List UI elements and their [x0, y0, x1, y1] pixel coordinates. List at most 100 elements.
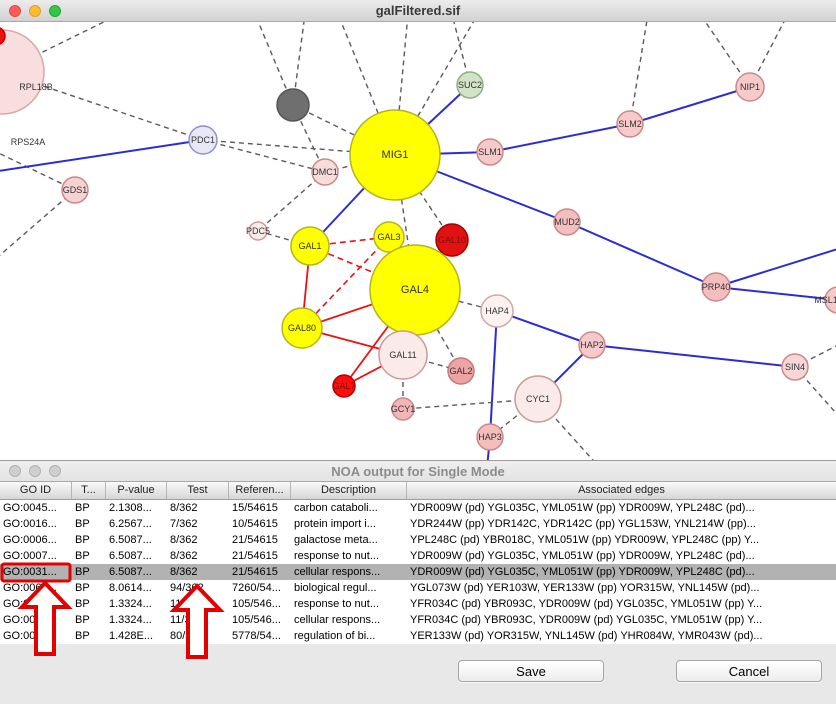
- network-node-label: GAL4: [401, 284, 429, 296]
- network-node-hap2[interactable]: HAP2: [578, 331, 606, 359]
- network-node-gal2[interactable]: GAL2: [447, 357, 475, 385]
- network-node-label: HAP4: [485, 306, 509, 316]
- network-node-hap3[interactable]: HAP3: [476, 423, 504, 451]
- minimize-button[interactable]: [29, 465, 41, 477]
- table-cell: 7/362: [170, 518, 198, 530]
- table-cell: YGL073W (pd) YER103W, YER133W (pp) YOR31…: [410, 582, 760, 594]
- network-node-gcy1[interactable]: GCY1: [391, 397, 416, 421]
- noa-window-titlebar[interactable]: NOA output for Single Mode: [0, 460, 836, 482]
- network-node-slm2[interactable]: SLM2: [616, 110, 644, 138]
- network-edge-pd[interactable]: [489, 123, 631, 153]
- network-node-label: PRP40: [702, 282, 731, 292]
- network-node-slm1[interactable]: SLM1: [476, 138, 504, 166]
- table-cell: GO:0006...: [3, 534, 57, 546]
- table-cell: 8.0614...: [109, 582, 152, 594]
- network-node-label: GAL10: [438, 235, 466, 245]
- column-header-t[interactable]: T...: [72, 482, 106, 499]
- network-edge-pd[interactable]: [489, 310, 498, 438]
- network-node[interactable]: [0, 27, 6, 45]
- network-edge-pp[interactable]: [292, 22, 305, 106]
- network-edge-pp[interactable]: [394, 22, 408, 156]
- network-node-rps24a[interactable]: RPS24A: [0, 131, 46, 161]
- network-edge-pd[interactable]: [566, 221, 717, 288]
- network-edge-pd[interactable]: [0, 139, 204, 172]
- network-edge-pp[interactable]: [202, 139, 326, 173]
- network-node-pdc1[interactable]: PDC1: [188, 125, 218, 155]
- network-edge-pd[interactable]: [715, 286, 836, 301]
- table-cell: 1.428E...: [109, 630, 154, 642]
- network-edge-pp[interactable]: [700, 22, 751, 88]
- network-edge-pd[interactable]: [591, 344, 796, 368]
- network-node-nip1[interactable]: NIP1: [735, 72, 765, 102]
- button-row: Save Cancel: [0, 660, 836, 682]
- network-node-dmc1[interactable]: DMC1: [311, 158, 339, 186]
- network-node-rpl18b[interactable]: RPL18B: [0, 29, 53, 115]
- network-edge-pp[interactable]: [629, 22, 648, 125]
- table-cell: 7260/54...: [232, 582, 281, 594]
- save-button[interactable]: Save: [458, 660, 604, 682]
- network-edge-pp[interactable]: [414, 289, 462, 372]
- network-node-gal11[interactable]: GAL11: [378, 330, 428, 380]
- column-header-p-value[interactable]: P-value: [106, 482, 167, 499]
- network-node-gds1[interactable]: GDS1: [61, 176, 89, 204]
- zoom-button[interactable]: [49, 465, 61, 477]
- network-node-gal10[interactable]: GAL10: [435, 223, 469, 257]
- network-edge-pd[interactable]: [715, 247, 836, 288]
- network-edge-pd[interactable]: [629, 86, 751, 125]
- table-cell: 105/546...: [232, 598, 281, 610]
- network-edge-pp[interactable]: [0, 189, 76, 262]
- network-edge-red-dash[interactable]: [301, 236, 390, 329]
- column-header-test[interactable]: Test: [167, 482, 229, 499]
- table-cell: YFR034C (pd) YBR093C, YDR009W (pd) YGL03…: [410, 614, 763, 626]
- network-node-sin4[interactable]: SIN4: [781, 353, 809, 381]
- network-node-gal7[interactable]: GAL7: [332, 374, 356, 398]
- close-button[interactable]: [9, 465, 21, 477]
- network-node-pdc5[interactable]: PDC5: [246, 221, 270, 241]
- network-edge-pp[interactable]: [338, 22, 396, 156]
- network-node-label: PDC1: [191, 135, 215, 145]
- network-edge-pd[interactable]: [496, 310, 593, 346]
- network-edge-pp[interactable]: [0, 146, 76, 191]
- network-node-hap4[interactable]: HAP4: [480, 294, 514, 328]
- network-node-gal4[interactable]: GAL4: [369, 244, 461, 336]
- network-node-suc2[interactable]: SUC2: [456, 71, 484, 99]
- network-node[interactable]: [276, 88, 310, 122]
- network-node-mud2[interactable]: MUD2: [553, 208, 581, 236]
- cancel-button[interactable]: Cancel: [676, 660, 822, 682]
- minimize-button[interactable]: [29, 4, 41, 17]
- network-node-msl1[interactable]: MSL1: [814, 286, 836, 314]
- graph-window-titlebar[interactable]: galFiltered.sif: [0, 0, 836, 22]
- traffic-lights: [9, 4, 61, 17]
- network-node-gal1[interactable]: GAL1: [290, 226, 330, 266]
- table-cell: YDR009W (pd) YGL035C, YML051W (pp) YDR00…: [410, 550, 755, 562]
- network-node-prp40[interactable]: PRP40: [701, 272, 731, 302]
- network-node-mig1[interactable]: MIG1: [349, 109, 441, 201]
- network-edge-pp[interactable]: [257, 171, 326, 232]
- network-edge-pp[interactable]: [537, 398, 600, 460]
- network-node-gal80[interactable]: GAL80: [281, 307, 323, 349]
- network-node-gal3[interactable]: GAL3: [373, 221, 405, 253]
- network-node-cyc1[interactable]: CYC1: [514, 375, 562, 423]
- zoom-button[interactable]: [49, 4, 61, 17]
- column-header-associated-edges[interactable]: Associated edges: [578, 484, 665, 496]
- noa-window-title: NOA output for Single Mode: [331, 463, 505, 479]
- column-header-referen[interactable]: Referen...: [229, 482, 291, 499]
- network-node-label: NIP1: [740, 82, 760, 92]
- column-header-go-id[interactable]: GO ID: [0, 482, 72, 499]
- network-edge-pp[interactable]: [255, 22, 294, 106]
- table-cell: YFR034C (pd) YBR093C, YDR009W (pd) YGL03…: [410, 598, 763, 610]
- column-header-description[interactable]: Description: [291, 482, 407, 499]
- close-button[interactable]: [9, 4, 21, 17]
